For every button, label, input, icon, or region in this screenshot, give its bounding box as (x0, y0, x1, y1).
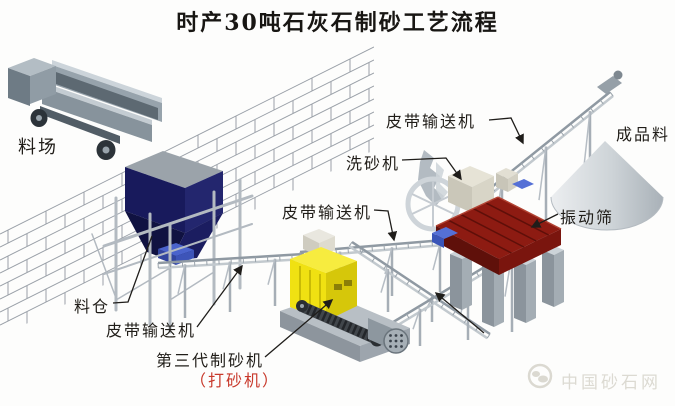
truck-cab-side (30, 66, 56, 104)
label-sand-maker-alias: （打砂机） (190, 371, 281, 390)
label-sand-washer: 洗砂机 (346, 154, 401, 173)
truck-cab-front (8, 68, 30, 106)
screen-feed-box (432, 227, 458, 239)
screen-deck (436, 197, 561, 259)
sand-making-machine (280, 229, 410, 362)
leader-belt-mid (373, 209, 398, 242)
conveyor-head-pulley (597, 76, 622, 94)
crusher-top (290, 247, 357, 273)
pillar (482, 259, 504, 327)
sand-washer (405, 150, 518, 232)
label-finished-product: 成品料 (616, 125, 671, 144)
label-belt-conveyor-mid: 皮带输送机 (282, 203, 373, 222)
leader-belt-right (434, 292, 485, 334)
hopper-discharge-conveyor (157, 252, 305, 318)
leader-washer (401, 157, 462, 181)
truck-bed-near-wall (42, 87, 152, 142)
diagram-title: 时产30吨石灰石制砂工艺流程 (176, 10, 499, 36)
hopper-top (125, 151, 223, 188)
label-stockyard: 料场 (18, 137, 58, 158)
hopper-steel-frame (91, 178, 254, 334)
dump-truck (8, 58, 162, 160)
leader-screen (530, 213, 559, 228)
screen-inlet-chute (512, 179, 534, 189)
leader-belt-top (488, 117, 524, 145)
label-belt-conveyor-top: 皮带输送机 (386, 112, 477, 131)
label-vibrating-screen: 振动筛 (560, 208, 615, 227)
truck-chassis (40, 106, 120, 144)
crusher-right-face (326, 261, 357, 321)
return-belt-conveyor (348, 240, 491, 340)
watermark-text: 中国砂石网 (561, 373, 661, 393)
truck-bed-interior (56, 72, 158, 120)
leader-belt-left (196, 264, 243, 328)
label-sand-maker: 第三代制砂机 (156, 351, 265, 370)
pillar (542, 245, 564, 307)
finished-product-stockpile (550, 141, 664, 231)
label-belt-conveyor-left: 皮带输送机 (106, 321, 197, 340)
leader-sand-maker (264, 299, 334, 358)
label-hopper: 料仓 (74, 297, 111, 316)
feed-hopper (91, 151, 254, 334)
truck-cab-roof (8, 58, 56, 76)
china-aggregates-logo-icon (527, 363, 553, 389)
vibrating-screen (432, 179, 562, 275)
leader-lines (112, 117, 559, 358)
conveyor-head-motor (613, 70, 623, 80)
leader-hopper (112, 235, 153, 304)
